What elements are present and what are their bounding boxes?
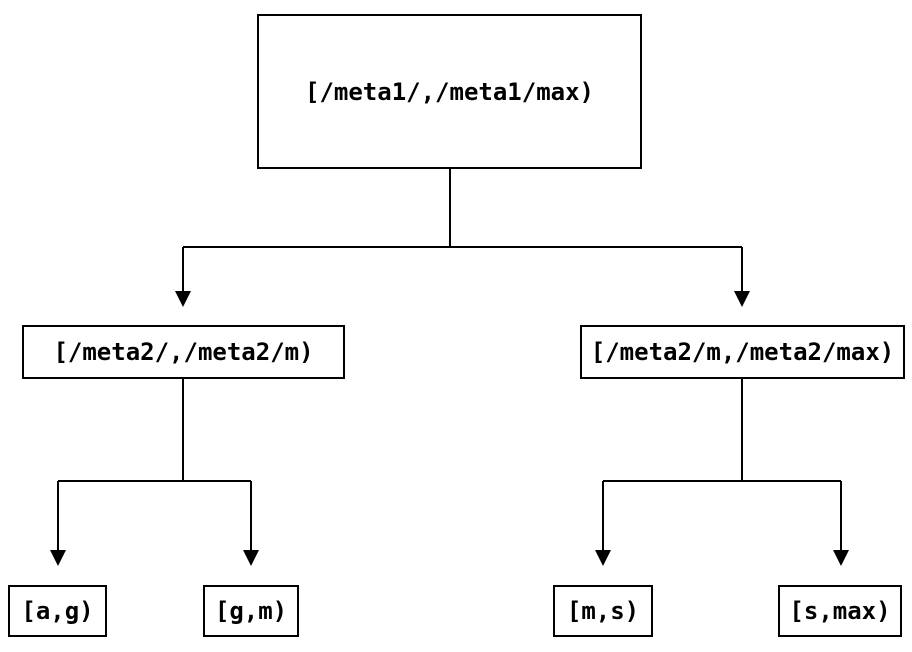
arrow-down-icon	[734, 291, 750, 307]
node-right-meta2-range: [/meta2/m,/meta2/max)	[580, 325, 905, 379]
node-label: [m,s)	[566, 597, 640, 625]
edge-left-to-leaves	[57, 379, 252, 551]
node-label: [g,m)	[214, 597, 288, 625]
node-label: [s,max)	[789, 597, 891, 625]
node-label: [/meta2/,/meta2/m)	[53, 338, 314, 366]
arrow-down-icon	[175, 291, 191, 307]
node-left-meta2-range: [/meta2/,/meta2/m)	[22, 325, 345, 379]
node-label: [a,g)	[21, 597, 94, 625]
node-leaf-range: [s,max)	[778, 585, 902, 637]
node-label: [/meta2/m,/meta2/max)	[590, 338, 895, 366]
arrow-down-icon	[50, 550, 66, 566]
arrow-down-icon	[833, 550, 849, 566]
node-label: [/meta1/,/meta1/max)	[305, 77, 594, 106]
arrow-down-icon	[595, 550, 611, 566]
node-root-range: [/meta1/,/meta1/max)	[257, 14, 642, 169]
node-leaf-range: [m,s)	[553, 585, 653, 637]
edge-right-to-leaves	[602, 379, 842, 551]
node-leaf-range: [g,m)	[203, 585, 299, 637]
edge-root-to-level2	[182, 169, 743, 292]
node-leaf-range: [a,g)	[8, 585, 107, 637]
arrow-down-icon	[243, 550, 259, 566]
